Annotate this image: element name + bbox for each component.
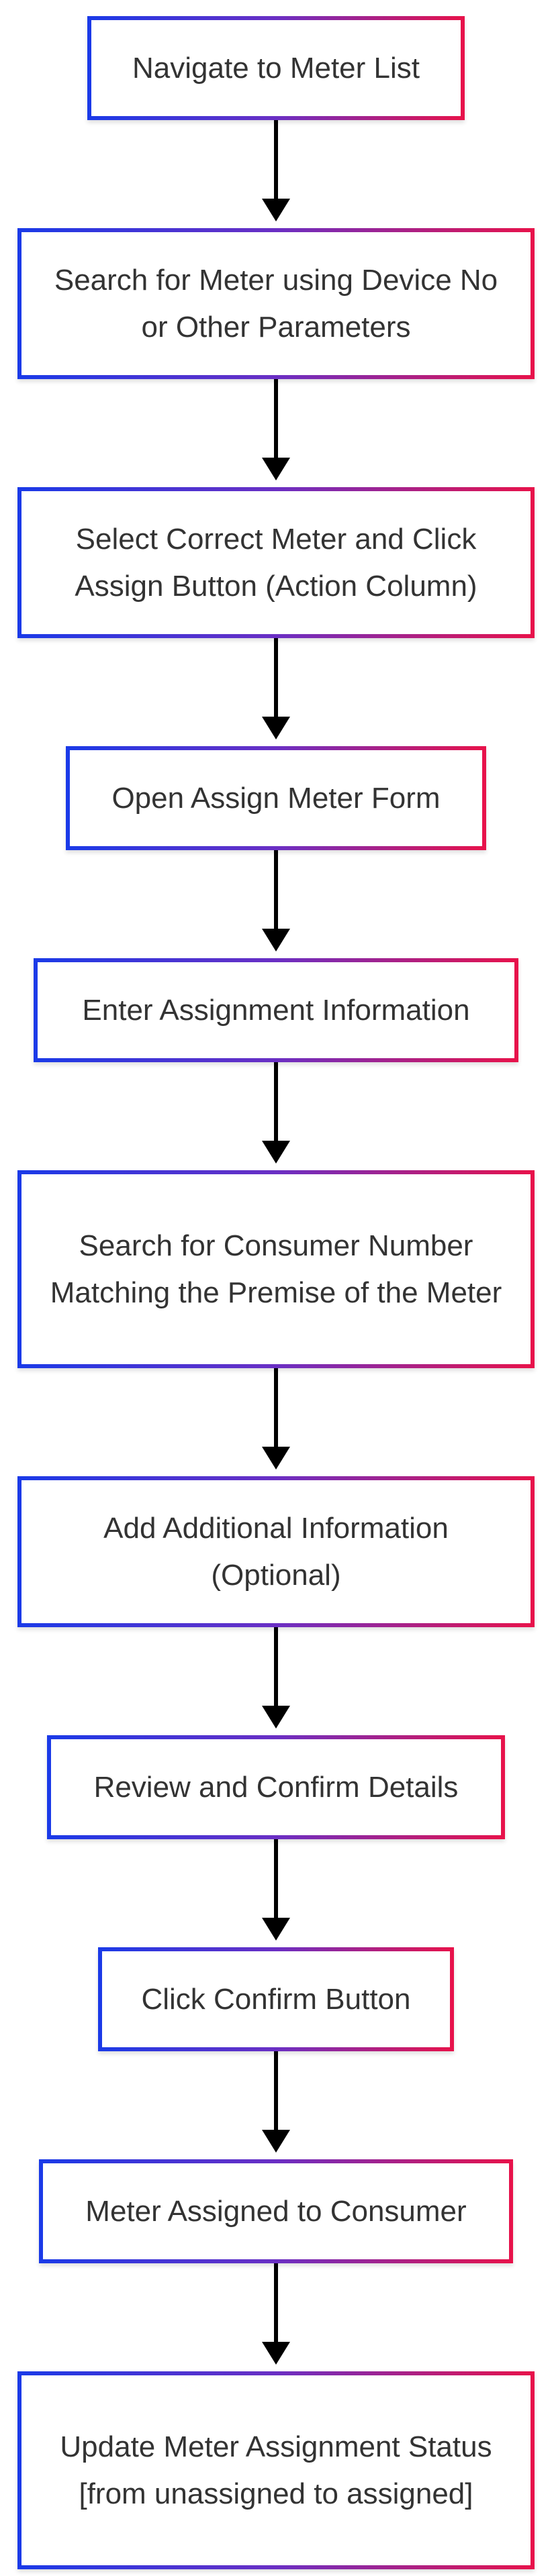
arrow-5: [262, 1062, 290, 1164]
step-7-box: Add Additional Information (Optional): [17, 1476, 535, 1627]
step-10-label: Meter Assigned to Consumer: [85, 2194, 467, 2228]
step-3-box: Select Correct Meter and Click Assign Bu…: [17, 487, 535, 638]
step-9-label: Click Confirm Button: [141, 1982, 411, 2016]
arrow-6: [262, 1368, 290, 1470]
arrow-10: [262, 2263, 290, 2365]
step-7-label: Add Additional Information (Optional): [103, 1511, 449, 1592]
arrow-9: [262, 2051, 290, 2153]
step-1-label: Navigate to Meter List: [132, 51, 420, 85]
step-4-box: Open Assign Meter Form: [66, 746, 486, 850]
step-11-box: Update Meter Assignment Status [from una…: [17, 2371, 535, 2569]
step-2-label: Search for Meter using Device No or Othe…: [54, 263, 498, 344]
arrow-2: [262, 379, 290, 480]
arrow-1: [262, 120, 290, 221]
step-8-label: Review and Confirm Details: [93, 1770, 459, 1804]
step-6-box: Search for Consumer Number Matching the …: [17, 1170, 535, 1368]
step-5-box: Enter Assignment Information: [34, 958, 518, 1062]
step-11-label: Update Meter Assignment Status [from una…: [60, 2430, 492, 2510]
step-10-box: Meter Assigned to Consumer: [39, 2159, 513, 2263]
step-4-label: Open Assign Meter Form: [111, 781, 441, 815]
arrow-4: [262, 850, 290, 951]
arrow-3: [262, 638, 290, 739]
step-8-box: Review and Confirm Details: [47, 1735, 505, 1839]
step-2-box: Search for Meter using Device No or Othe…: [17, 228, 535, 379]
step-1-box: Navigate to Meter List: [87, 16, 465, 120]
step-5-label: Enter Assignment Information: [82, 993, 470, 1027]
arrow-8: [262, 1839, 290, 1941]
arrow-7: [262, 1627, 290, 1729]
step-6-label: Search for Consumer Number Matching the …: [50, 1229, 502, 1309]
step-9-box: Click Confirm Button: [98, 1947, 454, 2051]
step-3-label: Select Correct Meter and Click Assign Bu…: [75, 522, 477, 603]
